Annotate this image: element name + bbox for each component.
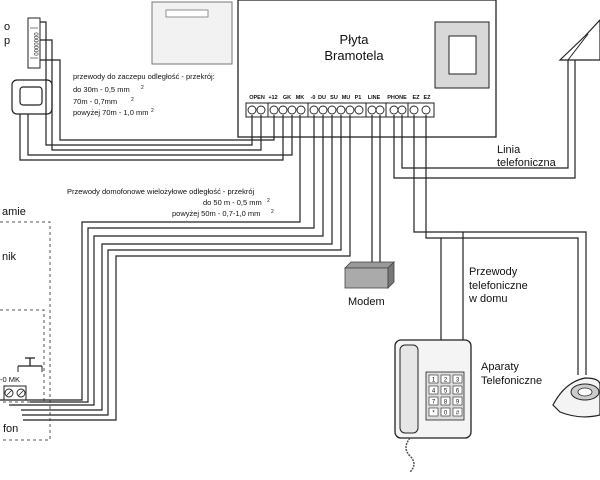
keypad-key: [428, 385, 439, 395]
terminal-label-phone: PHONE: [387, 95, 407, 101]
terminal-label-line: LINE: [368, 95, 381, 101]
keypad-key: [452, 407, 463, 417]
keypad-key-label: 4: [432, 388, 436, 394]
terminal-label-ez2: EZ: [423, 95, 431, 101]
keypad-key-label: 7: [432, 399, 436, 405]
aparaty-label-line2: Telefoniczne: [481, 375, 542, 387]
lock-device: 0000000: [27, 17, 41, 69]
przewody-label-line3: w domu: [468, 293, 508, 305]
keypad-key: [440, 385, 451, 395]
lock-note-line4: powyżej 70m - 1,0 mm: [73, 108, 148, 117]
keypad-key: [428, 407, 439, 417]
doorbell-switch-symbol: [17, 357, 43, 372]
terminal-block: [245, 102, 435, 118]
phone-keypad: 1 2 3 4 5 6 7 8 9 * 0 #: [428, 374, 463, 417]
lock-note-line3: 70m - 0,7mm: [73, 97, 117, 106]
telephone-line-wires: [393, 60, 576, 179]
terminal-label-p1: P1: [355, 95, 362, 101]
keypad-key-label: 5: [444, 388, 448, 394]
left-fragment-mk: -0 MK: [0, 375, 20, 384]
round-telephone: [552, 377, 600, 418]
keypad-key-label: 1: [432, 377, 436, 383]
aparaty-label-line1: Aparaty: [481, 361, 519, 373]
camera-window: [448, 35, 477, 75]
desk-telephone: 1 2 3 4 5 6 7 8 9 * 0 #: [394, 339, 472, 473]
terminal-label-minus0: -0: [311, 95, 316, 101]
apartment-dashed-frame: [0, 221, 51, 441]
lock-note-line2: do 30m - 0,5 mm: [73, 85, 130, 94]
handset-dashed-frame: [0, 309, 45, 403]
left-fragment-p: p: [4, 35, 10, 47]
left-fragment-amie: amie: [2, 206, 26, 218]
przewody-label-line2: telefoniczne: [469, 280, 528, 292]
panel-title-line2: Bramotela: [324, 48, 384, 63]
modem-wires: [371, 115, 381, 262]
keypad-key-label: *: [432, 410, 435, 416]
home-phone-wires: [413, 115, 587, 375]
linia-label-line1: Linia: [497, 144, 521, 156]
panel-title-line1: Płyta: [340, 32, 370, 47]
terminal-label-mk: MK: [296, 95, 305, 101]
linia-label-line2: telefoniczna: [497, 157, 557, 169]
lock-note-sup1: 2: [141, 85, 144, 91]
keypad-key-label: #: [456, 410, 460, 416]
intercom-note-line2: do 50 m - 0,5 mm: [203, 198, 262, 207]
left-fragment-fon: fon: [3, 423, 18, 435]
keypad-key-label: 8: [444, 399, 448, 405]
terminal-labels: OPEN +12 GK MK -0 DU SU MU P1 LINE PHONE…: [249, 95, 431, 101]
keypad-key-label: 2: [444, 377, 448, 383]
keypad-key: [452, 396, 463, 406]
power-supply-label-plate: [165, 9, 209, 18]
przewody-label-line1: Przewody: [469, 266, 518, 278]
svg-text:0000000: 0000000: [32, 32, 38, 56]
exit-button-device: [11, 79, 53, 115]
handset-terminal-block: [3, 385, 27, 401]
terminal-label-ez1: EZ: [412, 95, 420, 101]
intercom-note-sup1: 2: [267, 198, 270, 204]
left-fragment-nik: nik: [2, 251, 17, 263]
modem-label: Modem: [348, 296, 385, 308]
keypad-key-label: 0: [444, 410, 448, 416]
terminal-label-mu: MU: [342, 95, 351, 101]
intercom-note-sup2: 2: [271, 209, 274, 215]
lock-note-line1: przewody do zaczepu odległość - przekrój…: [73, 72, 215, 81]
phone-socket-icon: [558, 19, 600, 61]
keypad-key-label: 9: [456, 399, 460, 405]
keypad-key-label: 6: [456, 388, 460, 394]
keypad-key-label: 3: [456, 377, 460, 383]
terminal-label-du: DU: [318, 95, 326, 101]
lock-note-sup3: 2: [151, 108, 154, 114]
keypad-key: [428, 374, 439, 384]
terminal-label-open: OPEN: [249, 95, 265, 101]
keypad-key: [440, 396, 451, 406]
terminal-label-plus12: +12: [268, 95, 277, 101]
intercom-note-line3: powyżej 50m - 0,7-1,0 mm: [172, 209, 260, 218]
keypad-key: [452, 385, 463, 395]
intercom-wires: [0, 115, 351, 421]
keypad-key: [440, 407, 451, 417]
intercom-note-line1: Przewody domofonowe wielożyłowe odległoś…: [67, 187, 255, 196]
modem-device: [344, 261, 395, 289]
keypad-key: [428, 396, 439, 406]
lock-wires: [19, 21, 293, 161]
lock-note-sup2: 2: [131, 97, 134, 103]
keypad-key: [440, 374, 451, 384]
terminal-label-gk: GK: [283, 95, 291, 101]
terminal-label-su: SU: [330, 95, 338, 101]
keypad-key: [452, 374, 463, 384]
left-fragment-o: o: [4, 21, 10, 33]
